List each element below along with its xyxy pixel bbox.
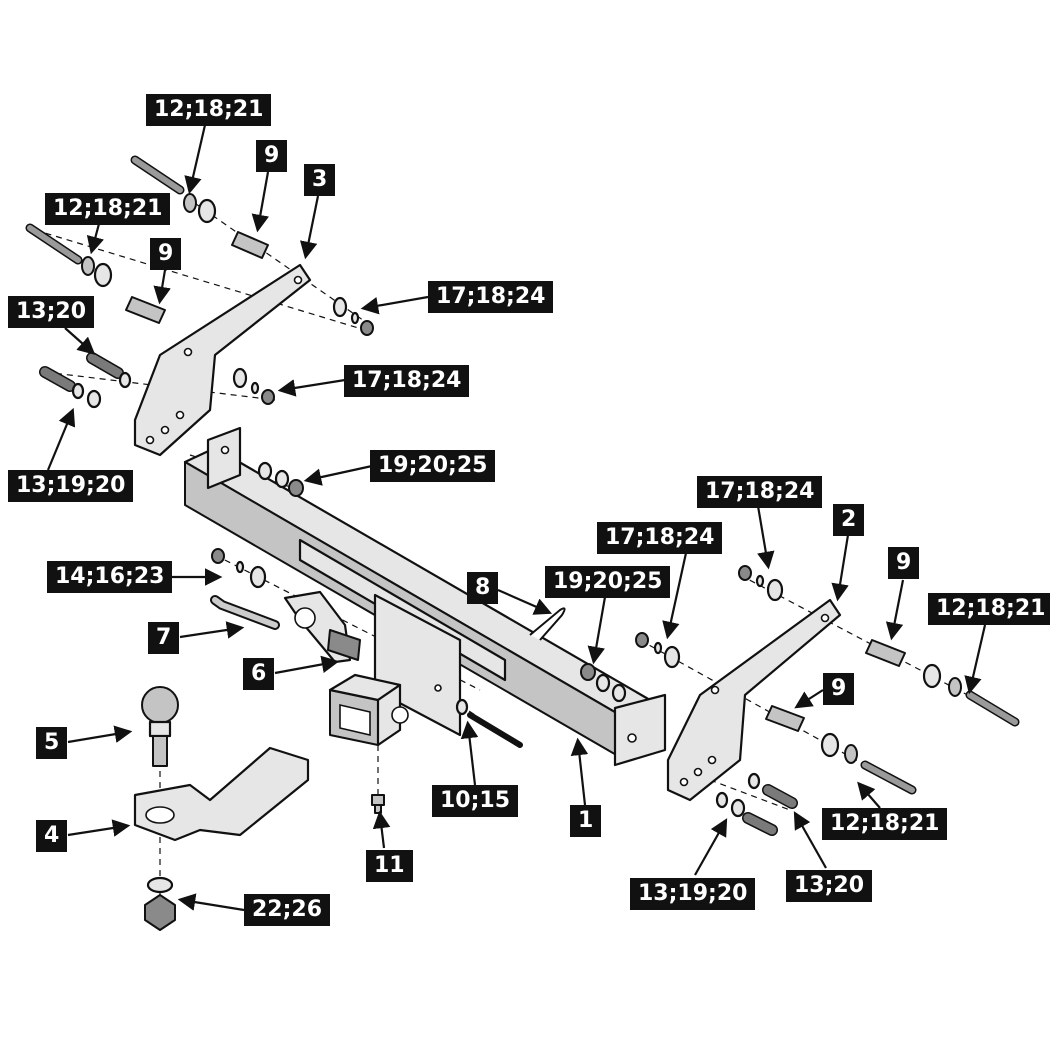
ball-mount-part-4 <box>133 746 310 842</box>
screw-part-11 <box>371 794 385 814</box>
callout-17-18-24-right: 17;18;24 <box>597 522 723 554</box>
right-bracket-part-2 <box>666 598 842 802</box>
socket-plate-part-6 <box>283 590 361 664</box>
callout-12-18-21-left: 12;18;21 <box>45 193 171 225</box>
left-bracket-part-3 <box>133 263 312 457</box>
towball-part-5 <box>141 686 179 767</box>
callout-13-19-20-right: 13;19;20 <box>630 878 756 910</box>
callout-9-right: 9 <box>888 547 920 579</box>
callout-13-20-right: 13;20 <box>786 870 873 902</box>
callout-19-20-25-left: 19;20;25 <box>370 450 496 482</box>
callout-2: 2 <box>833 504 865 536</box>
callout-12-18-21-right: 12;18;21 <box>928 593 1050 625</box>
spacer-tubes <box>125 231 906 732</box>
leader-arrows <box>46 124 987 912</box>
pin-part-7 <box>210 595 280 630</box>
callout-9-top: 9 <box>256 140 288 172</box>
callout-9-right-low: 9 <box>823 673 855 705</box>
callout-22-26: 22;26 <box>244 894 331 926</box>
callout-9-left: 9 <box>150 238 182 270</box>
callout-6: 6 <box>243 658 275 690</box>
clip-part-8 <box>529 607 566 641</box>
callout-12-18-21-right-low: 12;18;21 <box>822 808 948 840</box>
callout-5: 5 <box>36 727 68 759</box>
callout-8: 8 <box>467 572 499 604</box>
callout-12-18-21-top: 12;18;21 <box>146 94 272 126</box>
callout-13-20-left: 13;20 <box>8 296 95 328</box>
ball-nut <box>144 876 176 931</box>
callout-10-15: 10;15 <box>432 785 519 817</box>
bolts <box>25 155 1020 836</box>
callout-17-18-24-mid: 17;18;24 <box>344 365 470 397</box>
callout-17-18-24-right-top: 17;18;24 <box>697 476 823 508</box>
receiver-bracket <box>328 593 462 747</box>
callout-11: 11 <box>366 850 413 882</box>
callout-1: 1 <box>570 805 602 837</box>
callout-13-19-20-left: 13;19;20 <box>8 470 134 502</box>
callout-14-16-23: 14;16;23 <box>47 561 173 593</box>
callout-3: 3 <box>304 164 336 196</box>
callout-4: 4 <box>36 820 68 852</box>
callout-19-20-25-right: 19;20;25 <box>545 566 671 598</box>
callout-7: 7 <box>148 622 180 654</box>
callout-17-18-24-upper: 17;18;24 <box>428 281 554 313</box>
washers-and-nuts <box>71 193 962 818</box>
